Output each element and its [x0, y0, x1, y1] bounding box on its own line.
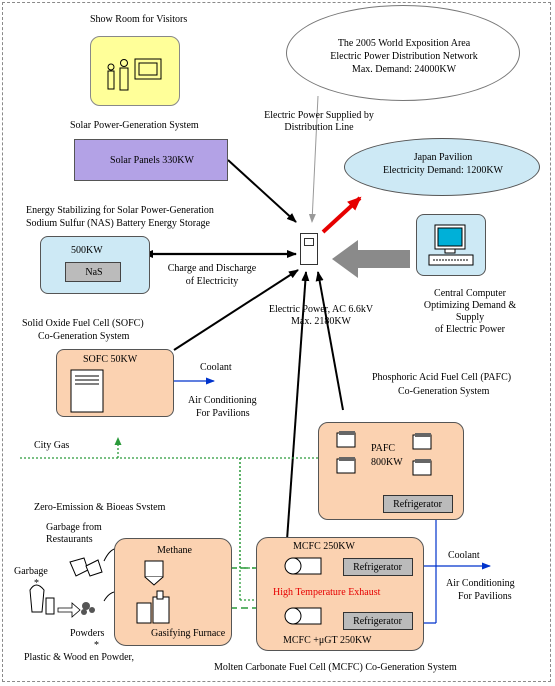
solar-panels-label: Solar Panels 330KW	[110, 155, 194, 166]
expo-line3: Max. Demand: 24000KW	[351, 64, 457, 75]
powder-arrow	[57, 602, 81, 618]
garbage-star: *	[34, 578, 39, 589]
mcfc-refrigerator-bottom: Refrigerator	[343, 612, 413, 630]
pafc-units-icon	[336, 431, 432, 476]
device-screen	[304, 238, 314, 246]
mcfc-system-title: Molten Carbonate Fuel Cell (MCFC) Co-Gen…	[214, 662, 457, 673]
mcfc-to-device-arrow	[286, 271, 310, 541]
japan-line2: Electricity Demand: 1200KW	[383, 165, 503, 176]
showroom-title: Show Room for Visitors	[90, 14, 188, 25]
sofc-title1: Solid Oxide Fuel Cell (SOFC)	[22, 318, 144, 329]
expo-line2: Electric Power Distribution Network	[330, 51, 478, 62]
mcfc-label-top: MCFC 250KW	[293, 541, 355, 552]
sofc-aircon1: Air Conditioning	[188, 395, 257, 406]
ac-power-line1: Electric Power, AC 6.6kV	[268, 304, 374, 315]
solar-panels-box: Solar Panels 330KW	[74, 139, 228, 181]
computer-control-arrow	[332, 240, 410, 278]
pafc-to-device-arrow	[315, 271, 344, 411]
exhaust-label: High Temperature Exhaust	[273, 587, 381, 598]
nas-cell: NaS	[65, 262, 121, 282]
computer-icon	[428, 224, 474, 266]
central-computer-box	[416, 214, 486, 276]
pafc-box: PAFC 800KW Refrigerator	[318, 422, 464, 520]
sofc-title2: Co-Generation System	[38, 331, 130, 342]
nas-charge1: Charge and Discharge	[167, 263, 257, 274]
mcfc-refrigerator-bottom-label: Refrigerator	[353, 616, 402, 627]
methane-label: Methane	[157, 545, 192, 556]
pafc-title2: Co-Generation System	[398, 386, 490, 397]
japan-line1: Japan Pavilion	[413, 152, 473, 163]
solar-system-label: Solar Power-Generation System	[70, 120, 199, 131]
visitors-icon	[107, 58, 162, 91]
mcfc-refrigerator-top-label: Refrigerator	[353, 562, 402, 573]
powders-star: *	[94, 640, 99, 651]
plastic-label: Plastic & Wood en Powder,	[24, 652, 134, 663]
sofc-aircon2: For Pavilions	[196, 408, 250, 419]
expo-line1: The 2005 World Exposition Area	[337, 38, 471, 49]
nas-title1: Energy Stabilizing for Solar Power-Gener…	[26, 205, 214, 216]
mcfc-aircon1: Air Conditioning	[446, 578, 515, 589]
distribution-line	[308, 95, 319, 223]
sofc-box: SOFC 50KW	[56, 349, 174, 417]
mcfc-label-bottom: MCFC +μGT 250KW	[283, 635, 372, 646]
zero-emission-title: Zero-Emission & Bioeas Svstem	[34, 502, 166, 513]
nas-label: NaS	[85, 267, 103, 278]
computer-line1: Central Computer	[434, 288, 506, 299]
garbage-from2: Restaurants	[46, 534, 93, 545]
solar-to-device-arrow	[227, 159, 297, 223]
device-to-japan-arrow	[321, 196, 362, 234]
pafc-refrigerator-label: Refrigerator	[393, 499, 442, 510]
distribution-line1: Electric Power Supplied by	[264, 110, 374, 121]
showroom-box	[90, 36, 180, 106]
computer-line3: Supply	[455, 312, 485, 323]
ac-power-line2: Max. 2180KW	[291, 316, 351, 327]
sofc-unit-icon	[70, 369, 104, 413]
garbage-icons	[29, 557, 103, 615]
garbage-label: Garbage	[14, 566, 48, 577]
mcfc-coolant: Coolant	[448, 550, 480, 561]
mcfc-refrigerator-top: Refrigerator	[343, 558, 413, 576]
pafc-refrigerator: Refrigerator	[383, 495, 453, 513]
nas-charge2: of Electricity	[185, 276, 239, 287]
mcfc-units-icon	[284, 557, 322, 625]
expo-network-ellipse: The 2005 World Exposition Area Electric …	[286, 5, 520, 101]
mcfc-box: MCFC 250KW Refrigerator High Temperature…	[256, 537, 424, 651]
city-gas-label: City Gas	[34, 440, 70, 451]
pafc-label2: 800KW	[371, 457, 403, 468]
power-control-device	[300, 233, 318, 265]
biogas-box: Methane Gasifying Furnace	[114, 538, 232, 646]
gasifying-label: Gasifying Furnace	[151, 628, 226, 639]
computer-line2: Optimizing Demand &	[423, 300, 517, 311]
mcfc-aircon2: For Pavilions	[458, 591, 512, 602]
pafc-title1: Phosphoric Acid Fuel Cell (PAFC)	[372, 372, 512, 383]
pafc-label1: PAFC	[371, 443, 396, 454]
nas-battery-box: 500KW NaS	[40, 236, 150, 294]
biogas-equipment-icon	[136, 560, 170, 624]
sofc-to-device-arrow	[173, 269, 299, 351]
sofc-label: SOFC 50KW	[83, 354, 138, 365]
nas-capacity: 500KW	[71, 245, 103, 256]
computer-line4: of Electric Power	[435, 324, 505, 335]
japan-pavilion-ellipse: Japan Pavilion Electricity Demand: 1200K…	[344, 138, 540, 196]
powders-label: Powders	[70, 628, 105, 639]
garbage-from1: Garbage from	[46, 522, 102, 533]
sofc-coolant: Coolant	[200, 362, 232, 373]
distribution-line2: Distribution Line	[284, 122, 354, 133]
nas-title2: Sodium Sulfur (NAS) Battery Energy Stora…	[26, 218, 210, 229]
